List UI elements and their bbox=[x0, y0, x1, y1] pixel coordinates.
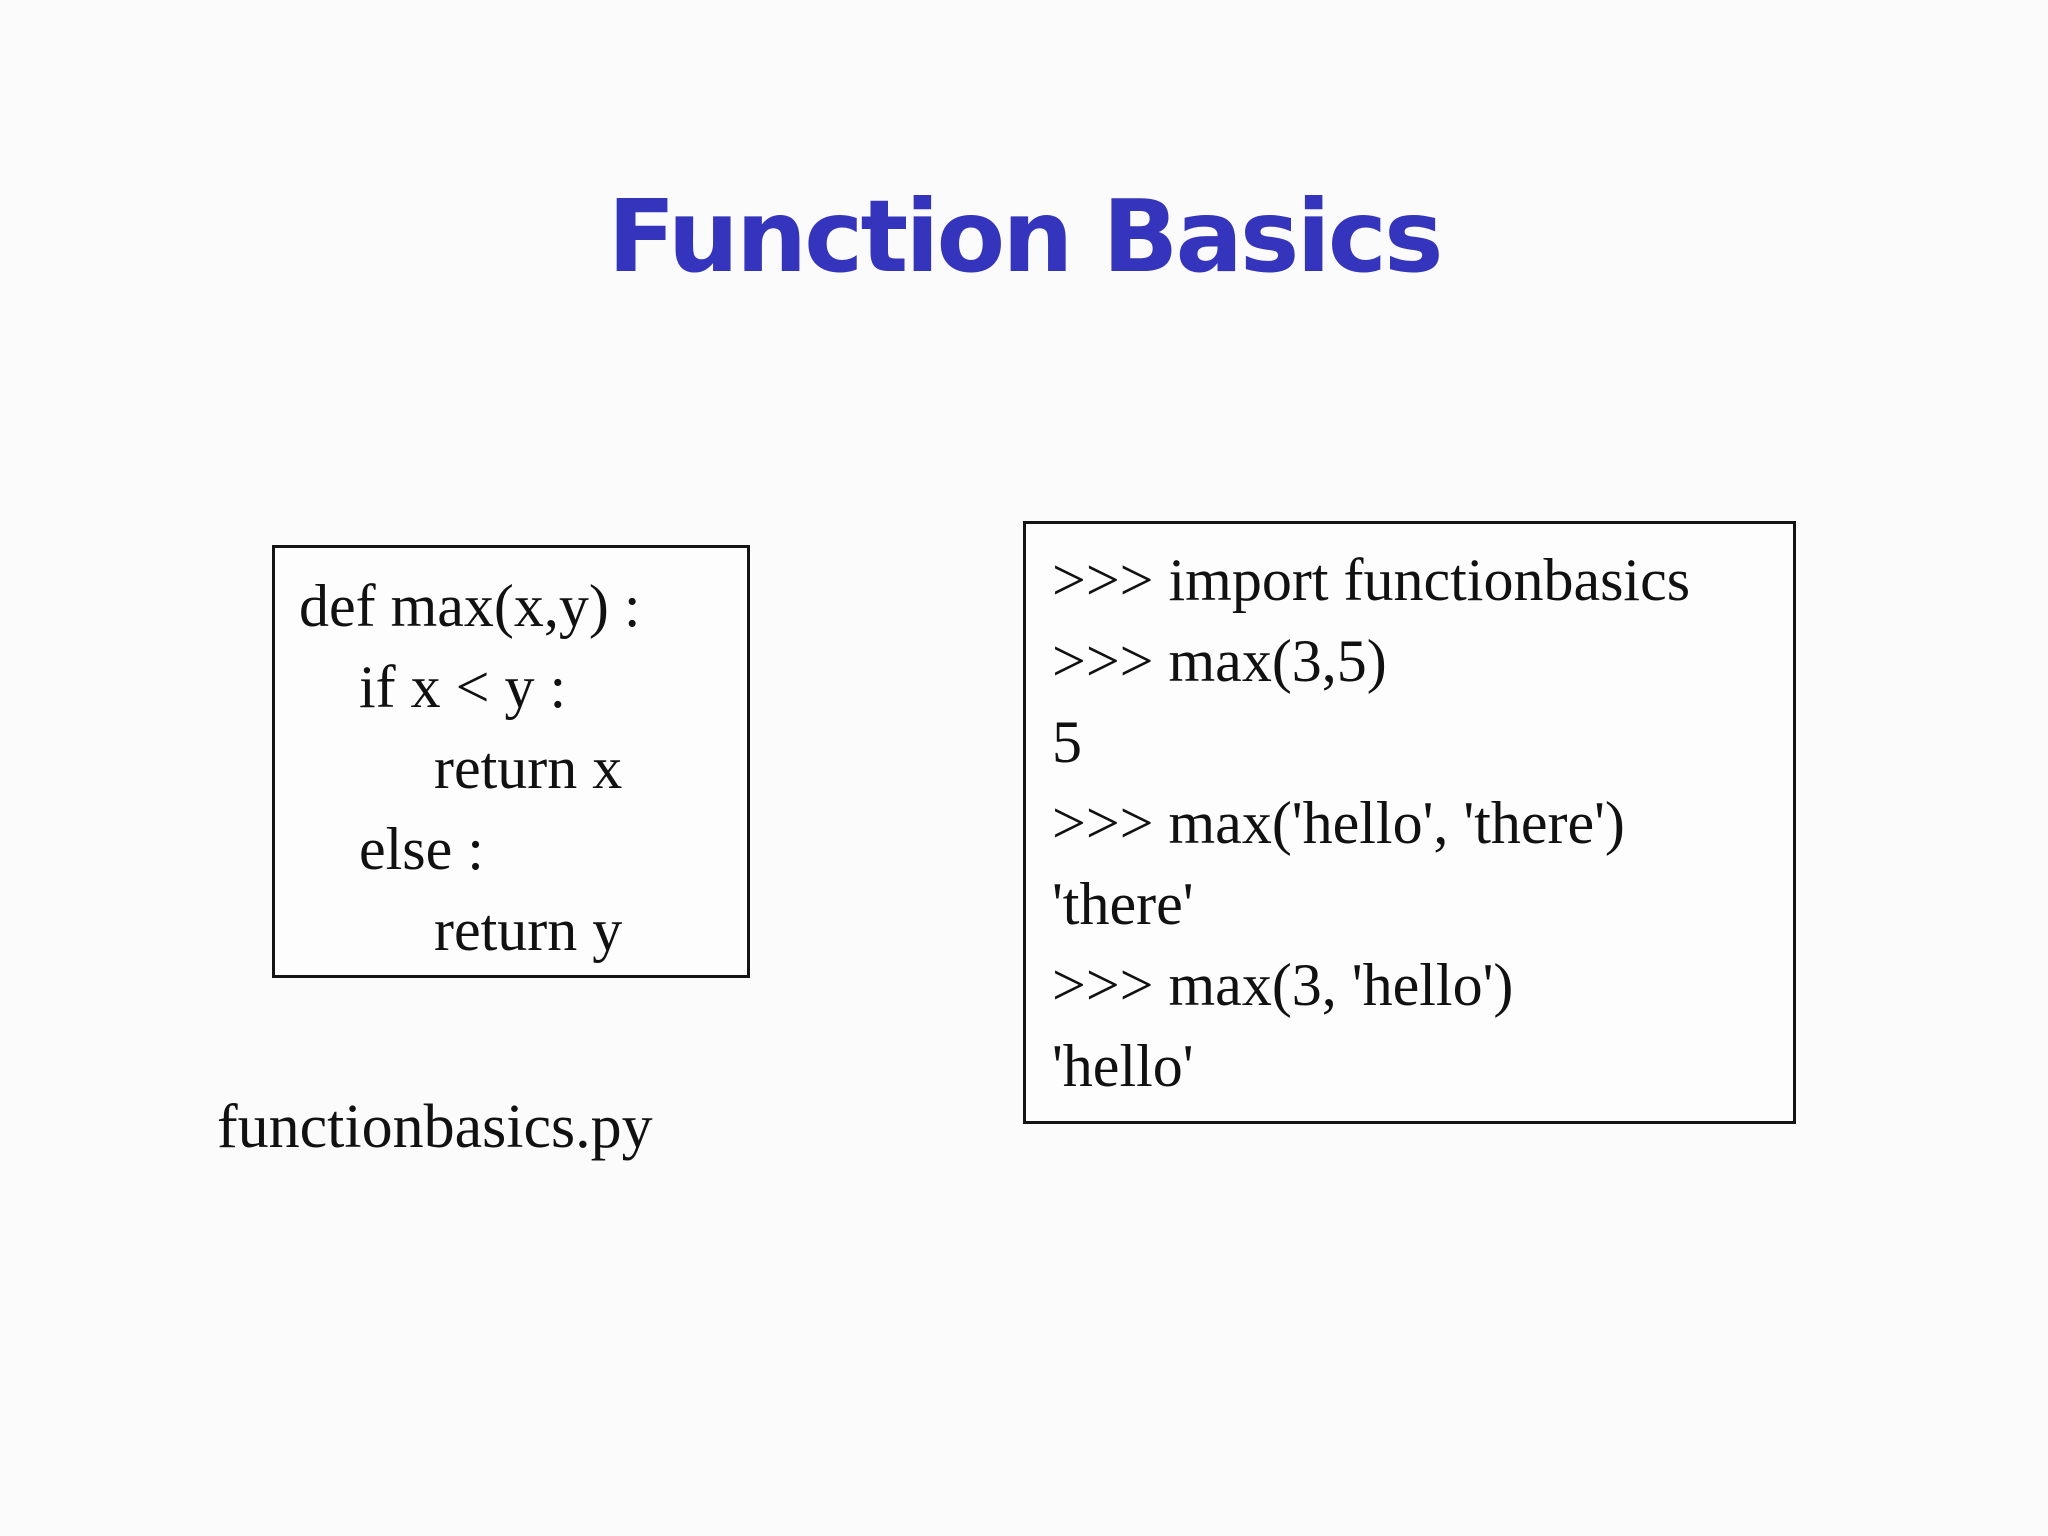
python-session-box: >>> import functionbasics >>> max(3,5) 5… bbox=[1023, 521, 1796, 1124]
session-line: >>> max('hello', 'there') bbox=[1052, 790, 1625, 856]
file-name-label: functionbasics.py bbox=[217, 1093, 653, 1161]
code-line: return x bbox=[299, 735, 623, 801]
code-line: def max(x,y) : bbox=[299, 573, 641, 639]
session-line: 'hello' bbox=[1052, 1033, 1194, 1099]
session-line: 5 bbox=[1052, 709, 1082, 775]
code-line: else : bbox=[299, 816, 484, 882]
code-line: return y bbox=[299, 897, 623, 963]
session-line: >>> import functionbasics bbox=[1052, 547, 1691, 613]
code-line: if x < y : bbox=[299, 654, 567, 720]
session-line: >>> max(3, 'hello') bbox=[1052, 952, 1514, 1018]
code-definition-box: def max(x,y) : if x < y : return x else … bbox=[272, 545, 750, 978]
slide-title: Function Basics bbox=[607, 178, 1443, 295]
session-line: >>> max(3,5) bbox=[1052, 628, 1387, 694]
session-line: 'there' bbox=[1052, 871, 1194, 937]
